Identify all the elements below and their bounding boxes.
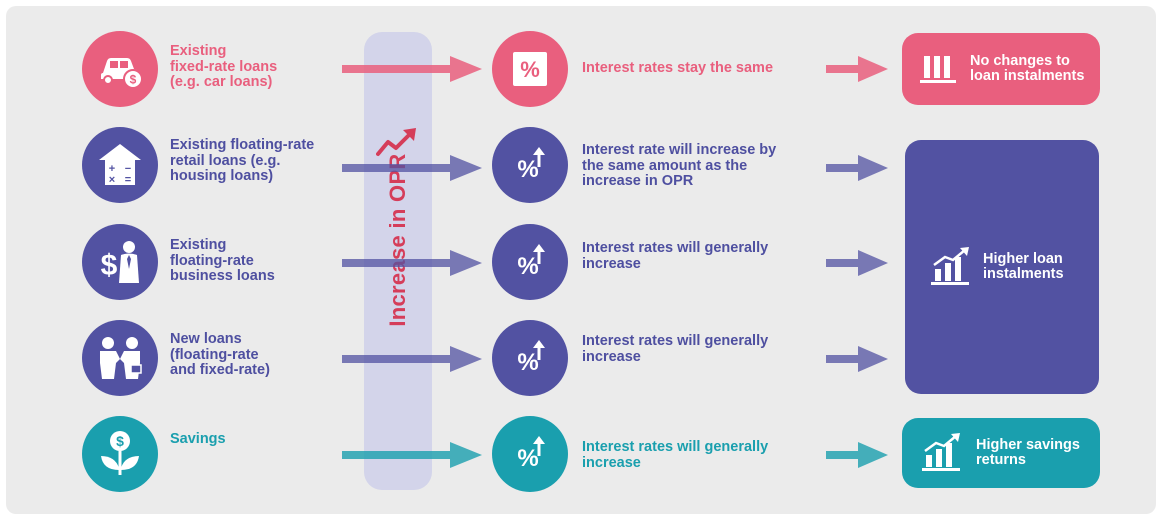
svg-text:=: =: [125, 174, 131, 186]
svg-text:%: %: [517, 156, 538, 183]
handshake-people-icon: [82, 320, 158, 396]
flow-arrow-row2-right: [826, 155, 888, 181]
percent-up-icon: %: [492, 416, 568, 492]
flow-arrow-row3-right: [826, 250, 888, 276]
percent-up-icon: %: [492, 320, 568, 396]
effect-label-stay-same: Interest rates stay the same: [582, 60, 774, 76]
trend-up-arrow-icon: [376, 128, 416, 156]
bar-chart-rising-icon: [931, 247, 969, 285]
svg-text:×: ×: [109, 174, 115, 186]
svg-text:−: −: [125, 163, 131, 175]
bar-chart-flat-icon: [920, 56, 956, 83]
flow-arrow-row5-left: [342, 442, 482, 468]
loan-type-label-savings: Savings: [170, 431, 226, 447]
car-dollar-icon: $: [82, 31, 158, 107]
flow-arrow-row1-right: [826, 56, 888, 82]
svg-text:$: $: [101, 249, 118, 282]
businessman-dollar-icon: $: [82, 224, 158, 300]
svg-text:%: %: [520, 57, 540, 82]
bar-chart-rising-icon: [922, 433, 960, 471]
percent-up-icon: %: [492, 127, 568, 203]
flow-arrow-row5-right: [826, 442, 888, 468]
percent-icon: %: [492, 31, 568, 107]
percent-up-icon: %: [492, 224, 568, 300]
money-plant-icon: $: [82, 416, 158, 492]
flow-arrow-row1-left: [342, 56, 482, 82]
flow-arrow-row4-left: [342, 346, 482, 372]
svg-text:$: $: [116, 433, 124, 449]
flow-arrow-row4-right: [826, 346, 888, 372]
flow-arrow-row2-left: [342, 155, 482, 181]
svg-text:%: %: [517, 253, 538, 280]
svg-text:%: %: [517, 349, 538, 376]
svg-text:$: $: [130, 73, 137, 87]
svg-text:%: %: [517, 445, 538, 472]
flow-arrow-row3-left: [342, 250, 482, 276]
house-calculator-icon: + − × =: [82, 127, 158, 203]
svg-text:+: +: [109, 163, 115, 175]
